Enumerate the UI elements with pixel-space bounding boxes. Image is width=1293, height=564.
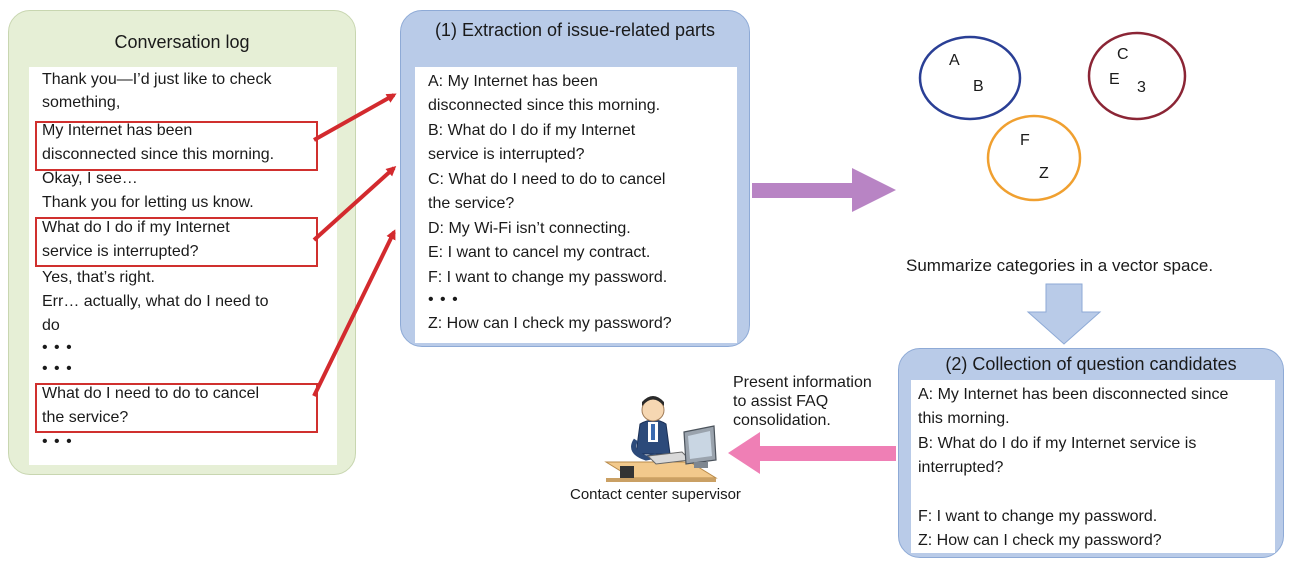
- collection-line: Z: How can I check my password?: [918, 532, 1162, 549]
- down-arrow: [1026, 283, 1102, 345]
- extraction-line: B: What do I do if my Internet: [428, 122, 636, 139]
- conversation-log-box: Thank you—I’d just like to check somethi…: [29, 67, 337, 465]
- log-line: the service?: [42, 409, 129, 426]
- log-line: My Internet has been: [42, 122, 193, 139]
- extraction-title: (1) Extraction of issue-related parts: [434, 20, 716, 40]
- cluster-label-e: E: [1109, 71, 1120, 88]
- highlight-box-3: [35, 383, 318, 433]
- extraction-box: A: My Internet has been disconnected sin…: [415, 67, 737, 343]
- purple-arrow: [752, 168, 896, 212]
- log-line: Thank you—I’d just like to check: [42, 71, 272, 88]
- extraction-line: F: I want to change my password.: [428, 269, 668, 286]
- cluster-ab: [918, 35, 1022, 121]
- cluster-fz: [986, 114, 1082, 202]
- red-arrow-1: [313, 93, 397, 142]
- red-arrow-3: [312, 229, 396, 397]
- highlight-box-1: [35, 121, 318, 171]
- present-info-line: Present information: [733, 374, 872, 391]
- log-line: Yes, that’s right.: [42, 269, 155, 286]
- conversation-log-panel: Conversation log Thank you—I’d just like…: [8, 10, 356, 475]
- log-line: Err… actually, what do I need to: [42, 293, 269, 310]
- log-line: What do I do if my Internet: [42, 219, 230, 236]
- vector-space-caption: Summarize categories in a vector space.: [906, 256, 1214, 275]
- log-line: • • •: [42, 339, 73, 356]
- log-line: do: [42, 317, 60, 334]
- conversation-log-title: Conversation log: [114, 32, 250, 52]
- cluster-ce3: [1087, 31, 1187, 121]
- collection-line: F: I want to change my password.: [918, 508, 1158, 525]
- extraction-line: D: My Wi-Fi isn’t connecting.: [428, 220, 631, 237]
- log-line: disconnected since this morning.: [42, 146, 275, 163]
- collection-line: interrupted?: [918, 459, 1004, 476]
- red-arrow-2: [312, 165, 397, 242]
- extraction-line: A: My Internet has been: [428, 73, 598, 90]
- extraction-line: service is interrupted?: [428, 146, 585, 163]
- extraction-line: • • •: [428, 291, 459, 308]
- log-line: • • •: [42, 433, 73, 450]
- collection-line: this morning.: [918, 410, 1010, 427]
- log-line: Thank you for letting us know.: [42, 194, 254, 211]
- present-info-text: Present information to assist FAQ consol…: [733, 373, 872, 430]
- cluster-label-b: B: [973, 78, 984, 95]
- cluster-label-a: A: [949, 52, 960, 69]
- extraction-line: C: What do I need to do to cancel: [428, 171, 666, 188]
- extraction-line: disconnected since this morning.: [428, 97, 661, 114]
- present-info-line: consolidation.: [733, 412, 831, 429]
- log-line: What do I need to do to cancel: [42, 385, 260, 402]
- pink-arrow: [728, 432, 896, 474]
- log-line: • • •: [42, 360, 73, 377]
- extraction-panel: (1) Extraction of issue-related parts A:…: [400, 10, 750, 347]
- supervisor-label: Contact center supervisor: [570, 486, 741, 503]
- collection-box: A: My Internet has been disconnected sin…: [911, 380, 1275, 553]
- present-info-line: to assist FAQ: [733, 393, 829, 410]
- highlight-box-2: [35, 217, 318, 267]
- collection-line: B: What do I do if my Internet service i…: [918, 435, 1197, 452]
- log-line: service is interrupted?: [42, 243, 199, 260]
- collection-line: A: My Internet has been disconnected sin…: [918, 386, 1229, 403]
- collection-title: (2) Collection of question candidates: [945, 354, 1237, 374]
- extraction-line: Z: How can I check my password?: [428, 315, 672, 332]
- log-line: something,: [42, 94, 121, 111]
- collection-panel: (2) Collection of question candidates A:…: [898, 348, 1284, 558]
- extraction-line: E: I want to cancel my contract.: [428, 244, 651, 261]
- cluster-label-c: C: [1117, 46, 1129, 63]
- cluster-label-f: F: [1020, 132, 1030, 149]
- log-line: Okay, I see…: [42, 170, 138, 187]
- cluster-label-z: Z: [1039, 165, 1049, 182]
- supervisor-illustration: [604, 396, 718, 482]
- cluster-label-3: 3: [1137, 79, 1146, 96]
- extraction-line: the service?: [428, 195, 515, 212]
